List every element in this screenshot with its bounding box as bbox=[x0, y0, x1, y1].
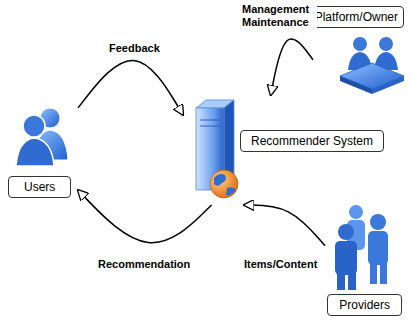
flow-arrow bbox=[244, 205, 325, 246]
edge-label: Items/Content bbox=[243, 258, 318, 271]
owner-node: Platform/Owner bbox=[313, 4, 406, 97]
system-node: Recommender System bbox=[183, 95, 387, 205]
edge-label: Management Maintenance bbox=[241, 3, 317, 29]
node-label-box: Platform/Owner bbox=[309, 6, 404, 28]
providers-icon bbox=[335, 205, 388, 290]
users-icon bbox=[16, 108, 68, 166]
node-label-box: Recommender System bbox=[240, 130, 384, 152]
edge-label: Feedback bbox=[108, 42, 161, 55]
flow-arrow bbox=[78, 190, 212, 243]
node-label-box: Users bbox=[8, 176, 71, 198]
node-label-box: Providers bbox=[327, 294, 402, 316]
users-node: Users bbox=[8, 100, 78, 198]
providers-node: Providers bbox=[325, 195, 405, 316]
flow-arrow bbox=[78, 60, 183, 114]
flow-arrow bbox=[271, 39, 313, 95]
platform-icon bbox=[340, 37, 404, 94]
server-icon bbox=[196, 100, 238, 198]
edge-label: Recommendation bbox=[97, 258, 191, 271]
